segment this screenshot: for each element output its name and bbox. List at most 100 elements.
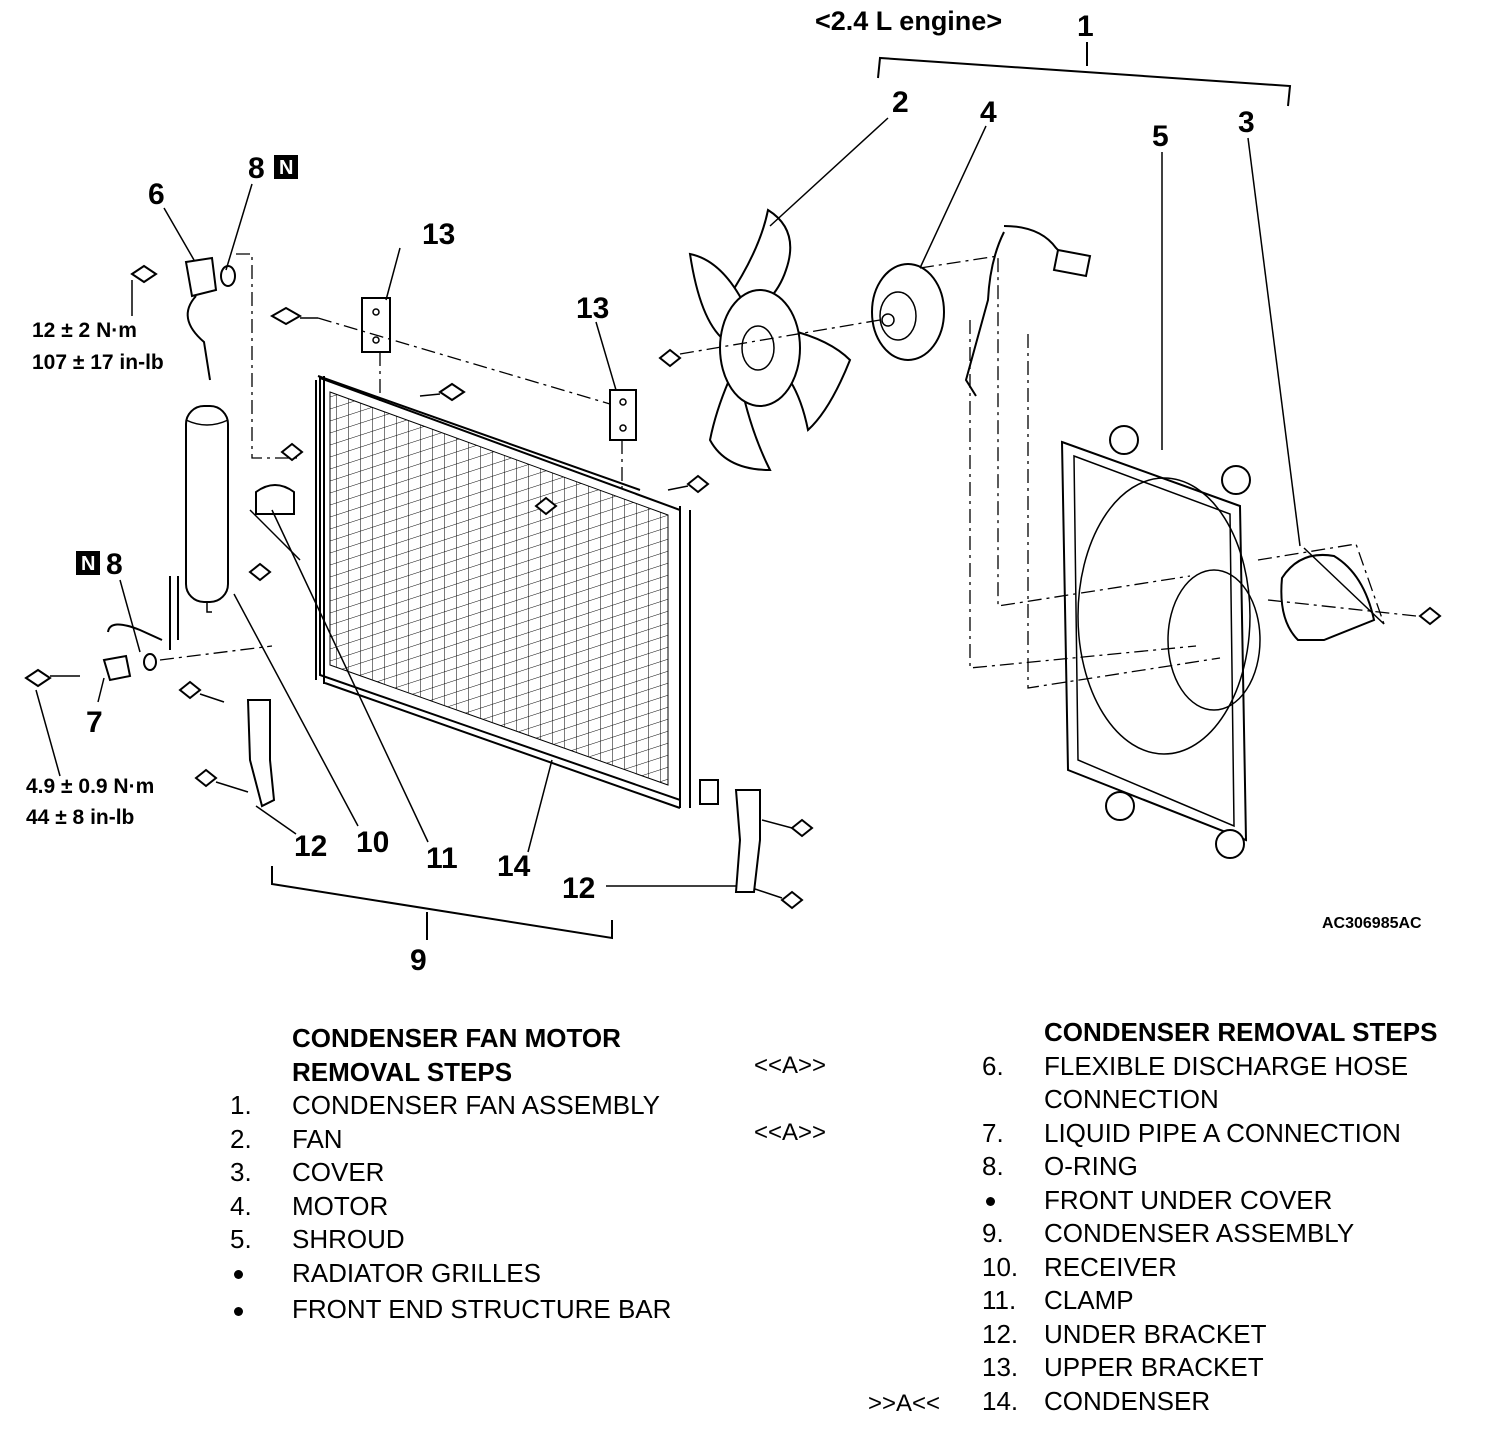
bolts bbox=[24, 264, 1442, 910]
condenser bbox=[315, 375, 719, 809]
bracket-9 bbox=[271, 866, 613, 940]
cond-step-14: 14. CONDENSER bbox=[982, 1385, 1482, 1419]
step-text: FLEXIBLE DISCHARGE HOSE bbox=[1044, 1050, 1409, 1081]
step-text: MOTOR bbox=[292, 1190, 389, 1221]
step-number: 6. bbox=[982, 1050, 1004, 1081]
fan-step-radiator-grilles: RADIATOR GRILLES bbox=[230, 1257, 750, 1291]
cond-step-6-cont: CONNECTION bbox=[982, 1083, 1482, 1117]
new-part-mark-upper-text: N bbox=[279, 157, 293, 179]
fan-motor-title-line1: CONDENSER FAN MOTOR bbox=[292, 1023, 621, 1053]
fan-step-front-end-bar: FRONT END STRUCTURE BAR bbox=[230, 1293, 750, 1327]
step-text: CONNECTION bbox=[1044, 1084, 1219, 1114]
cond-step-10: 10.RECEIVER bbox=[982, 1251, 1482, 1285]
step-text: LIQUID PIPE A CONNECTION bbox=[1044, 1117, 1401, 1148]
step-number: 5. bbox=[230, 1224, 252, 1254]
step-number: 1. bbox=[230, 1090, 252, 1120]
step-text: FRONT END STRUCTURE BAR bbox=[292, 1294, 672, 1324]
fan-step-1: 1. CONDENSER FAN ASSEMBLY bbox=[230, 1089, 750, 1123]
step-text: RADIATOR GRILLES bbox=[292, 1257, 541, 1288]
step-text: FAN bbox=[292, 1123, 343, 1154]
cond-step-13: 13. UPPER BRACKET bbox=[982, 1351, 1482, 1385]
callout-13-left: 13 bbox=[422, 218, 455, 251]
torque-upper-imperial: 107 ± 17 in-lb bbox=[32, 351, 164, 374]
fan-motor-title-line2: REMOVAL STEPS bbox=[292, 1056, 513, 1087]
exploded-diagram: <2.4 L engine> 1 9 bbox=[24, 6, 1442, 977]
cond-step-6: 6. FLEXIBLE DISCHARGE HOSE bbox=[982, 1050, 1482, 1084]
discharge-hose bbox=[184, 256, 236, 381]
torque-upper-metric: 12 ± 2 N·m bbox=[32, 319, 137, 342]
callout-9: 9 bbox=[410, 944, 427, 977]
step-text: O-RING bbox=[1044, 1151, 1138, 1181]
callout-12-right: 12 bbox=[562, 872, 595, 905]
shroud bbox=[1060, 425, 1261, 859]
cond-step-9: 9. CONDENSER ASSEMBLY bbox=[982, 1217, 1482, 1251]
bracket-1 bbox=[877, 42, 1292, 107]
alignment-lines bbox=[159, 253, 1417, 689]
step-text: FRONT UNDER COVER bbox=[1044, 1184, 1333, 1215]
step-number: 14. bbox=[982, 1385, 1019, 1416]
torque-lower-metric: 4.9 ± 0.9 N·m bbox=[26, 775, 154, 798]
step-text: CONDENSER bbox=[1044, 1385, 1211, 1416]
liquid-pipe bbox=[102, 576, 179, 682]
step-number: 8. bbox=[982, 1151, 1004, 1181]
service-mark-step-6: <<A>> bbox=[754, 1052, 827, 1079]
callout-1: 1 bbox=[1077, 10, 1094, 43]
cond-step-11: 11.CLAMP bbox=[982, 1284, 1482, 1318]
under-bracket-right bbox=[734, 789, 761, 893]
step-text: COVER bbox=[292, 1157, 385, 1187]
cond-step-7: 7. LIQUID PIPE A CONNECTION bbox=[982, 1117, 1482, 1151]
service-mark-step-7: <<A>> bbox=[754, 1119, 827, 1146]
upper-bracket-right bbox=[609, 389, 637, 441]
fan-motor-removal-steps: CONDENSER FAN MOTOR REMOVAL STEPS 1. COND… bbox=[230, 1022, 750, 1327]
fan-step-3: 3. COVER bbox=[230, 1156, 750, 1190]
under-bracket-left bbox=[246, 699, 276, 808]
bullet-icon bbox=[234, 1270, 243, 1280]
callout-13-right: 13 bbox=[576, 292, 609, 325]
step-number: 9. bbox=[982, 1218, 1004, 1248]
fan-step-4: 4.MOTOR bbox=[230, 1190, 750, 1224]
cond-step-front-under-cover: FRONT UNDER COVER bbox=[982, 1184, 1482, 1218]
callout-5: 5 bbox=[1152, 120, 1169, 153]
callout-8-upper: 8 bbox=[248, 152, 265, 185]
step-text: CLAMP bbox=[1044, 1285, 1134, 1315]
receiver bbox=[185, 405, 229, 613]
engine-label: <2.4 L engine> bbox=[815, 6, 1002, 36]
leader-lines bbox=[35, 117, 1301, 887]
condenser-title: CONDENSER REMOVAL STEPS bbox=[1044, 1017, 1438, 1047]
cond-step-12: 12.UNDER BRACKET bbox=[982, 1318, 1482, 1352]
callout-3: 3 bbox=[1238, 106, 1255, 139]
callout-7: 7 bbox=[86, 706, 103, 739]
step-text: SHROUD bbox=[292, 1224, 405, 1254]
new-part-mark-upper bbox=[274, 155, 298, 179]
callout-10: 10 bbox=[356, 826, 389, 859]
step-text: CONDENSER FAN ASSEMBLY bbox=[292, 1090, 660, 1120]
cover bbox=[1280, 547, 1385, 641]
torque-lower-imperial: 44 ± 8 in-lb bbox=[26, 806, 134, 829]
condenser-removal-steps: CONDENSER REMOVAL STEPS 6. FLEXIBLE DISCH… bbox=[982, 1016, 1482, 1418]
new-part-mark-lower-text: N bbox=[81, 553, 95, 575]
figure-code: AC306985AC bbox=[1322, 915, 1422, 932]
callout-8-lower: 8 bbox=[106, 548, 123, 581]
bullet-icon bbox=[986, 1197, 995, 1207]
step-number: 10. bbox=[982, 1251, 1019, 1282]
fan-step-5: 5. SHROUD bbox=[230, 1223, 750, 1257]
step-number: 2. bbox=[230, 1123, 252, 1154]
callout-12-left: 12 bbox=[294, 830, 327, 863]
callout-14: 14 bbox=[497, 850, 531, 883]
step-number: 7. bbox=[982, 1117, 1004, 1148]
callout-2: 2 bbox=[892, 86, 909, 119]
callout-11: 11 bbox=[426, 842, 458, 875]
callout-6: 6 bbox=[148, 178, 165, 211]
service-mark-step-14: >>A<< bbox=[868, 1390, 941, 1417]
bullet-icon bbox=[234, 1306, 243, 1316]
fan-step-2: 2. FAN bbox=[230, 1123, 750, 1157]
step-number: 3. bbox=[230, 1157, 252, 1187]
cond-step-8: 8. O-RING bbox=[982, 1150, 1482, 1184]
step-text: UPPER BRACKET bbox=[1044, 1352, 1264, 1382]
step-text: UNDER BRACKET bbox=[1044, 1318, 1267, 1349]
clamp bbox=[249, 484, 301, 561]
callout-4: 4 bbox=[980, 96, 997, 129]
step-number: 13. bbox=[982, 1352, 1019, 1382]
new-part-mark-lower bbox=[76, 551, 100, 575]
step-text: CONDENSER ASSEMBLY bbox=[1044, 1218, 1355, 1248]
